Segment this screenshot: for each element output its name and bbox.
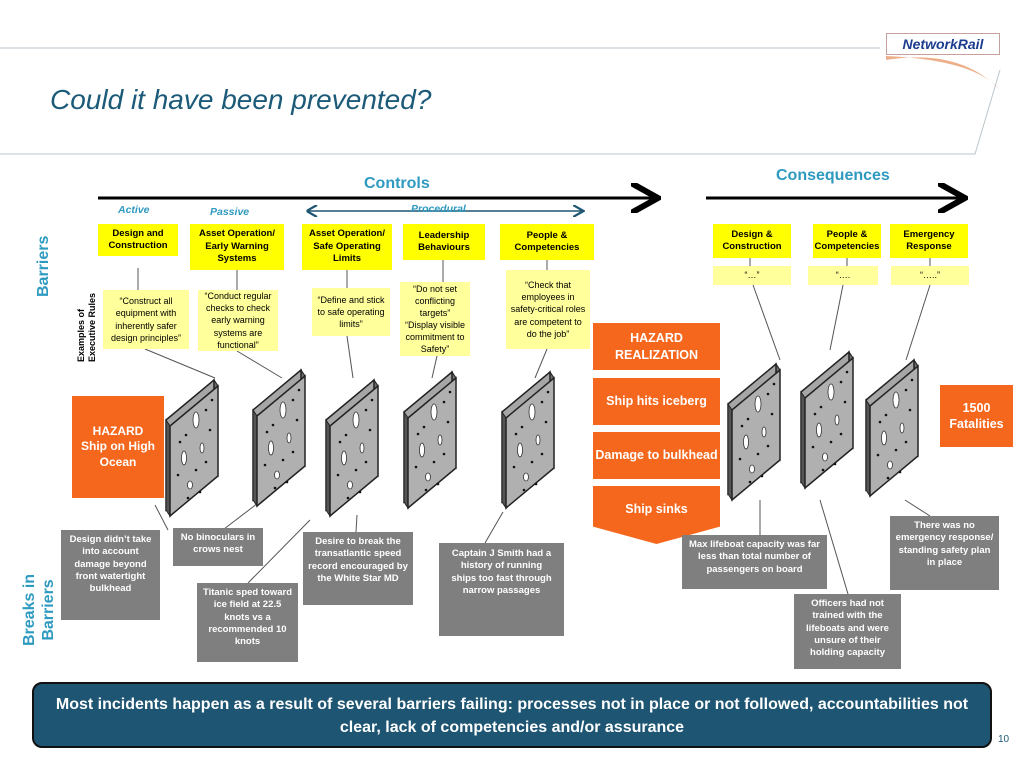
networkrail-logo: NetworkRail	[886, 33, 1000, 55]
consequence-people-competencies: People & Competencies	[813, 224, 881, 258]
consequence-design-construction: Design & Construction	[713, 224, 791, 258]
control-early-warning: Asset Operation/ Early Warning Systems	[190, 224, 284, 270]
sequence-ship-hits-iceberg: Ship hits iceberg	[593, 378, 720, 425]
consequence-rule-1: “…”	[713, 266, 791, 285]
rule-safe-operating-limits: “Define and stick to safe operating limi…	[312, 288, 390, 336]
control-people-competencies: People & Competencies	[500, 224, 594, 260]
break-officers-training: Officers had not trained with the lifebo…	[794, 594, 901, 669]
break-speed: Titanic sped toward ice field at 22.5 kn…	[197, 583, 298, 662]
page-title: Could it have been prevented?	[50, 84, 432, 115]
page-number: 10	[998, 734, 1010, 745]
rule-leadership: “Do not set conflicting targets” “Displa…	[400, 282, 470, 356]
break-speed-record: Desire to break the transatlantic speed …	[303, 532, 413, 605]
barrier-slice-8	[865, 359, 919, 497]
barrier-slice-2	[252, 369, 306, 507]
active-label: Active	[118, 204, 150, 216]
control-safe-operating-limits: Asset Operation/ Safe Operating Limits	[302, 224, 392, 270]
break-emergency-plan: There was no emergency response/ standin…	[890, 516, 999, 590]
break-captain: Captain J Smith had a history of running…	[439, 543, 564, 636]
rule-people-competencies: “Check that employees in safety-critical…	[506, 270, 590, 349]
break-lifeboat-capacity: Max lifeboat capacity was far less than …	[682, 535, 827, 589]
barrier-slice-5	[501, 371, 555, 509]
rule-design-construction: “Construct all equipment with inherently…	[103, 290, 189, 349]
passive-label: Passive	[210, 206, 250, 218]
barrier-slice-3	[325, 379, 379, 517]
barrier-slice-4	[403, 371, 457, 509]
summary-banner: Most incidents happen as a result of sev…	[32, 682, 992, 748]
fatalities-box: 1500 Fatalities	[940, 385, 1013, 447]
rule-early-warning: “Conduct regular checks to check early w…	[198, 290, 278, 351]
barrier-slice-6	[727, 363, 781, 501]
consequence-rule-3: “…..”	[891, 266, 969, 285]
control-leadership: Leadership Behaviours	[403, 224, 485, 260]
consequences-label: Consequences	[776, 167, 890, 184]
break-design: Design didn’t take into account damage b…	[61, 530, 160, 620]
procedural-label: Procedural	[411, 203, 466, 215]
sequence-hazard-realization: HAZARD REALIZATION	[593, 323, 720, 370]
break-binoculars: No binoculars in crows nest	[173, 528, 263, 566]
control-design-construction: Design and Construction	[98, 224, 178, 256]
sequence-damage-bulkhead: Damage to bulkhead	[593, 432, 720, 479]
hazard-box: HAZARD Ship on High Ocean	[72, 396, 164, 498]
barrier-slice-1	[165, 379, 219, 517]
controls-label: Controls	[364, 175, 430, 192]
barrier-slice-7	[800, 351, 854, 489]
header-decoration	[0, 47, 1001, 155]
consequence-emergency-response: Emergency Response	[890, 224, 968, 258]
consequence-rule-2: “….	[808, 266, 878, 285]
